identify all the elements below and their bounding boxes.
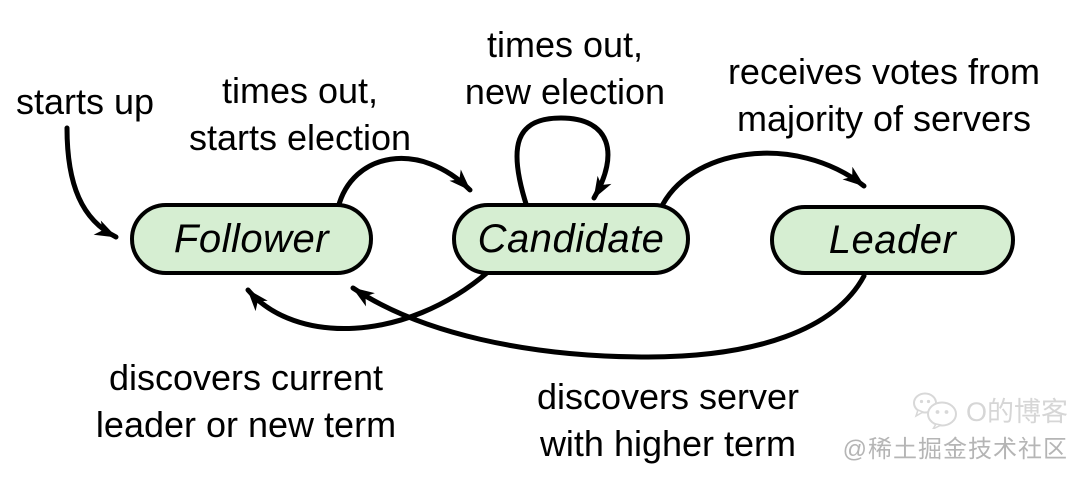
state-node-candidate: Candidate <box>452 203 690 275</box>
label-times-out-starts-election: times out, starts election <box>150 67 450 161</box>
wechat-icon <box>912 391 960 429</box>
arrow-times-out-starts-election <box>335 156 473 211</box>
watermark-blog-line: O的博客 <box>843 390 1068 429</box>
state-node-follower: Follower <box>130 203 373 275</box>
label-line: times out, <box>221 70 379 111</box>
label-times-out-new-election: times out, new election <box>415 21 715 115</box>
label-line: discovers server <box>536 376 800 417</box>
label-line: times out, <box>486 24 644 65</box>
arrow-discovers-current-leader <box>245 269 491 332</box>
label-line: new election <box>464 71 666 112</box>
label-line: leader or new term <box>95 404 397 445</box>
arrow-receives-votes <box>657 150 867 213</box>
label-line: with higher term <box>539 423 797 464</box>
label-line: starts up <box>15 81 155 122</box>
leader-label: Leader <box>828 217 957 262</box>
state-node-leader: Leader <box>770 205 1015 275</box>
label-line: receives votes from <box>727 51 1041 92</box>
label-receives-votes: receives votes from majority of servers <box>723 48 1045 142</box>
candidate-label: Candidate <box>477 216 665 261</box>
label-line: starts election <box>188 117 412 158</box>
arrow-times-out-new-election <box>514 115 612 210</box>
arrow-starts-up <box>64 125 119 240</box>
watermark-community: @稀土掘金技术社区 <box>842 436 1068 463</box>
watermark: O的博客 @稀土掘金技术社区 <box>843 390 1068 464</box>
label-discovers-higher-term: discovers server with higher term <box>498 373 838 467</box>
follower-label: Follower <box>173 216 330 261</box>
arrow-discovers-higher-term <box>350 273 867 360</box>
label-discovers-current-leader: discovers current leader or new term <box>86 354 406 448</box>
label-line: discovers current <box>108 357 384 398</box>
label-line: majority of servers <box>736 98 1032 139</box>
watermark-blog-name: O的博客 <box>965 397 1068 427</box>
label-starts-up: starts up <box>0 78 170 125</box>
